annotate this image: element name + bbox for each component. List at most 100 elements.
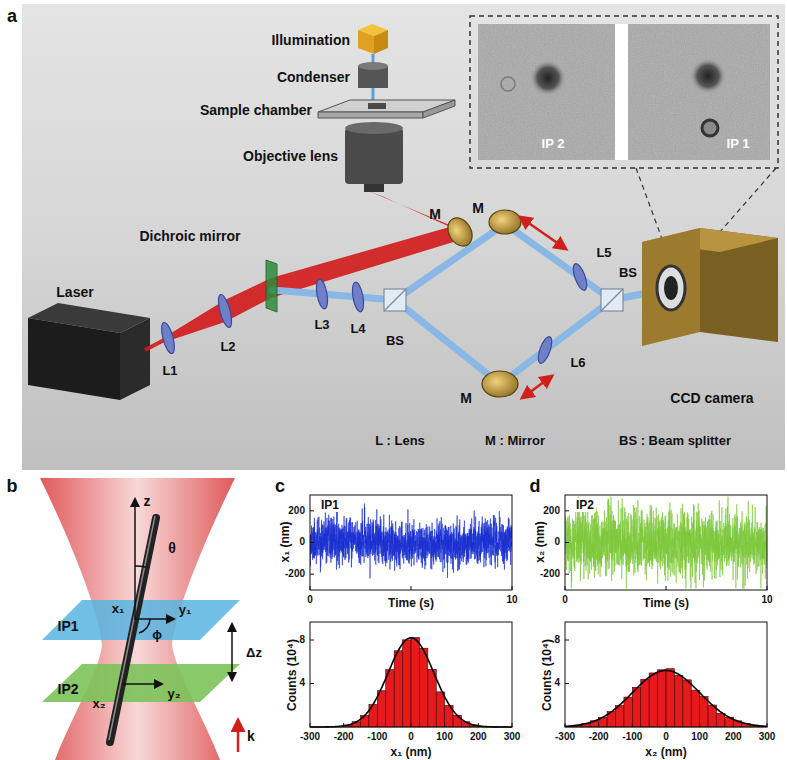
symbol-label: x₂: [92, 697, 105, 710]
camera-inset: [690, 58, 726, 94]
panel-letter: c: [275, 477, 285, 495]
image-plane: [42, 664, 240, 702]
tick-label: 0: [307, 595, 313, 605]
tick-label: -300: [555, 732, 575, 742]
tick-label: 200: [543, 506, 560, 516]
axis-title: Time (s): [388, 597, 434, 609]
beam-splitter: [601, 289, 623, 311]
panel-letter: d: [530, 477, 541, 495]
tick-mark: [310, 511, 512, 590]
tick-label: 200: [288, 506, 305, 516]
plane-label: IP1: [57, 619, 78, 633]
tick-mark: [310, 510, 314, 511]
imaging-beam: [272, 290, 395, 300]
lens-symbol: [536, 335, 555, 365]
symbol-label: Δz: [246, 646, 262, 659]
part-label: CCD camera: [670, 391, 753, 405]
component-label: L4: [350, 322, 365, 335]
mirror-symbol: [443, 214, 477, 251]
tick-mark: [632, 723, 633, 727]
histogram-bar: [386, 670, 394, 727]
histogram-bar: [624, 697, 632, 727]
component-label: BS: [619, 266, 637, 279]
tick-mark: [310, 640, 512, 727]
symbol-label: y₂: [167, 687, 180, 700]
tick-label: -100: [622, 732, 642, 742]
component-label: L3: [314, 318, 329, 331]
dichroic-mirror: [266, 260, 277, 312]
coordinate-axis: [134, 499, 136, 620]
coordinate-axis: [135, 618, 174, 620]
component-label: M: [472, 201, 484, 215]
histogram-bar: [453, 715, 461, 727]
tick-mark: [666, 723, 667, 727]
imaging-beam: [505, 224, 612, 300]
part-label: Laser: [56, 285, 93, 299]
translation-arrow: [522, 376, 552, 398]
part-label: Objective lens: [243, 149, 338, 163]
tick-mark: [512, 723, 513, 727]
gaussian-fit: [565, 670, 767, 726]
laser-beam: [145, 190, 470, 350]
histogram-bar: [411, 637, 419, 727]
objective-lens: [345, 122, 403, 134]
sample-chamber: [368, 103, 386, 109]
inset-label: IP 2: [542, 137, 565, 150]
sample-chamber: [423, 100, 455, 118]
mirror-symbol: [489, 210, 521, 234]
part-label: Sample chamber: [200, 103, 312, 117]
plot-title: IP2: [574, 498, 596, 512]
camera-inset: [501, 77, 515, 91]
axis-title: Counts (10⁴): [286, 639, 298, 711]
translation-arrow: [520, 217, 566, 398]
laser-box: [120, 318, 150, 400]
part-label: Illumination: [271, 33, 350, 47]
symbol-label: k: [247, 729, 255, 743]
tick-mark: [512, 586, 513, 590]
condenser: [358, 62, 388, 104]
histogram-bar: [632, 687, 640, 727]
imaging-beam: [395, 300, 500, 384]
camera-inset: [478, 24, 770, 160]
tick-label: 10: [506, 595, 517, 605]
tick-mark: [377, 723, 378, 727]
legend-text: L : Lens: [375, 434, 425, 447]
symbol-label: z: [144, 494, 151, 508]
tick-label: 0: [408, 732, 414, 742]
objective-lens: [364, 184, 384, 192]
axis-title: x₂ (nm): [645, 746, 686, 758]
beam-splitter: [601, 289, 623, 311]
tick-mark: [565, 586, 566, 590]
tick-label: 4: [299, 678, 305, 688]
illumination-source: [358, 24, 388, 66]
ccd-camera: [642, 228, 778, 346]
tick-mark: [310, 586, 311, 590]
camera-inset: [615, 24, 628, 160]
camera-inset: [470, 16, 778, 266]
tick-label: 10: [761, 595, 772, 605]
camera-inset: [478, 24, 770, 160]
translation-arrow: [520, 217, 566, 249]
tick-mark: [598, 723, 599, 727]
tick-mark: [733, 723, 734, 727]
laser-box: [28, 303, 150, 400]
tick-label: 0: [663, 732, 669, 742]
tick-mark: [565, 511, 767, 590]
axis-title: x₁ (nm): [279, 522, 291, 563]
part-label: Dichroic mirror: [139, 229, 240, 243]
inset-label: IP 1: [727, 137, 750, 150]
tick-mark: [444, 723, 445, 727]
beam-splitter: [384, 289, 623, 311]
lens-symbol: [571, 262, 590, 292]
legend-text: BS : Beam splitter: [619, 434, 731, 447]
histogram-bar: [641, 679, 649, 727]
tick-label: 100: [691, 732, 708, 742]
tick-label: 8: [299, 635, 305, 645]
histogram-bar: [565, 669, 767, 727]
tick-label: -100: [367, 732, 387, 742]
tick-mark: [310, 640, 314, 641]
tick-mark: [310, 542, 314, 543]
tick-mark: [767, 723, 768, 727]
legend-text: M : Mirror: [485, 434, 545, 447]
